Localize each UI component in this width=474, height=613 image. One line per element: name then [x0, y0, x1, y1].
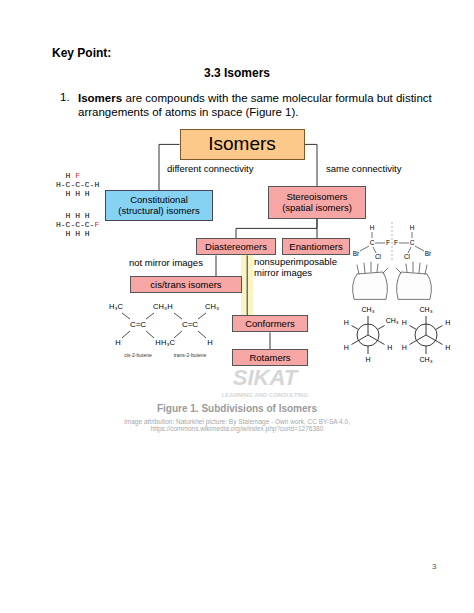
- box-label: Diastereomers: [201, 241, 271, 252]
- atom-label: H: [410, 224, 415, 231]
- atom-label: C: [370, 239, 375, 246]
- box-label: cis/trans isomers: [135, 279, 237, 290]
- cis-2-butene-bonds: [122, 313, 154, 338]
- atom-label: H: [207, 339, 212, 348]
- watermark: LEARNING AND CONSULTING: [222, 392, 309, 399]
- structural-formula-row: H-C-C-C-: [56, 221, 94, 229]
- atom-label: H: [402, 318, 407, 326]
- box-label: Constitutional (structural) isomers: [112, 194, 206, 217]
- highlight-band: [241, 254, 253, 315]
- box-label: Isomers: [189, 133, 296, 156]
- atom-label: C=C: [130, 320, 146, 329]
- atom-label: H: [365, 356, 370, 364]
- newman-staggered: [410, 316, 443, 354]
- structural-formula-row: H H H: [66, 190, 90, 198]
- enantiomer-molecule-bonds: [360, 222, 424, 262]
- box-label: Enantiomers: [287, 241, 345, 252]
- section-title: 3.3 Isomers: [204, 67, 270, 81]
- atom-label: H: [344, 343, 349, 351]
- page-number: 3: [432, 562, 436, 571]
- watermark: SIKAT: [233, 365, 297, 390]
- atom-label: H₃C: [109, 303, 123, 312]
- atom-label: Br: [425, 250, 432, 257]
- atom-label: F: [386, 239, 390, 246]
- atom-label: CH₃: [420, 306, 433, 314]
- atom-label: H: [370, 224, 375, 231]
- structural-formula-row: F: [75, 172, 80, 180]
- definition-text: are compounds with the same molecular fo…: [78, 92, 432, 118]
- box-label: Rotamers: [237, 352, 303, 363]
- category-box: Enantiomers: [282, 238, 350, 255]
- structural-formula-row: H-C-C-C-H: [56, 181, 99, 189]
- root-box: Isomers: [180, 129, 305, 160]
- newman-eclipsed: [352, 316, 385, 354]
- connector-line: [305, 144, 318, 186]
- atom-label: Cl: [404, 253, 410, 260]
- atom-label: CH₃: [362, 306, 375, 314]
- structure-caption: trans-2-butene: [174, 353, 207, 359]
- atom-label: C=C: [182, 320, 198, 329]
- connector-line: [270, 332, 271, 349]
- atom-label: Br: [353, 250, 360, 257]
- structural-formula-row: H: [66, 172, 71, 180]
- atom-label: H₃C: [161, 339, 175, 348]
- atom-label: H: [387, 343, 392, 351]
- category-box: Diastereomers: [196, 238, 276, 255]
- atom-label: F: [394, 239, 398, 246]
- atom-label: CH₃: [420, 356, 433, 364]
- list-number: 1.: [60, 91, 70, 104]
- structural-formula-row: F: [94, 221, 99, 229]
- atom-label: H: [344, 318, 349, 326]
- category-box: Rotamers: [232, 349, 308, 366]
- atom-label: CH₃: [205, 303, 219, 312]
- category-box: Constitutional (structural) isomers: [105, 190, 213, 221]
- structural-formula-row: H H H: [66, 212, 90, 220]
- left-hand-drawing: [353, 262, 388, 299]
- connector-line: [317, 219, 318, 238]
- category-box: Conformers: [232, 315, 308, 332]
- defined-term: Isomers: [78, 92, 122, 104]
- connector-label: different connectivity: [165, 164, 255, 175]
- trans-2-butene-bonds: [174, 313, 206, 338]
- atom-label: CH₃: [153, 303, 167, 312]
- box-label: Stereoisomers (spatial isomers): [274, 191, 360, 214]
- atom-label: Cl: [375, 253, 381, 260]
- connector-line: [247, 255, 248, 315]
- connector-label: not mirror images: [127, 258, 205, 269]
- atom-label: H: [445, 318, 450, 326]
- connector-line: [216, 255, 217, 276]
- atom-label: H: [402, 343, 407, 351]
- figure-caption: Figure 1. Subdivisions of Isomers: [157, 403, 317, 415]
- atom-label: C: [410, 239, 415, 246]
- box-label: Conformers: [237, 318, 303, 329]
- category-box: cis/trans isomers: [130, 276, 242, 293]
- atom-label: H: [155, 339, 160, 348]
- structural-formula-row: H H H: [66, 230, 90, 238]
- image-attribution: Image attribution: Naturkhel picture: By…: [72, 418, 402, 433]
- right-hand-drawing: [396, 262, 431, 299]
- connector-label: same connectivity: [324, 164, 404, 175]
- structure-caption: cis-2-butene: [124, 353, 152, 359]
- atom-label: H: [115, 339, 120, 348]
- atom-label: H: [445, 343, 450, 351]
- definition-paragraph: Isomersare compounds with the same molec…: [78, 91, 443, 119]
- key-point-heading: Key Point:: [52, 47, 111, 61]
- atom-label: CH₃: [386, 317, 399, 325]
- connector-line: [236, 219, 317, 238]
- relation-note: nonsuperimposable mirror images: [254, 257, 346, 279]
- category-box: Stereoisomers (spatial isomers): [268, 186, 366, 219]
- atom-label: H: [167, 303, 172, 312]
